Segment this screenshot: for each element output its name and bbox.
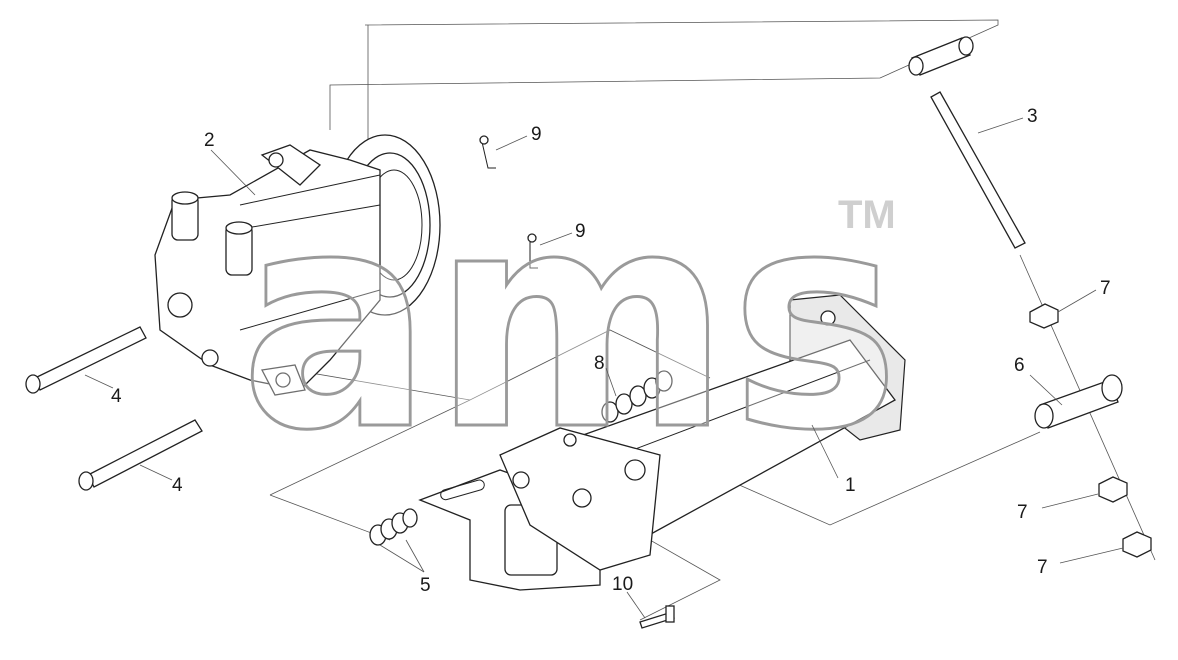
callout-3: 3 [1027, 106, 1038, 127]
trademark-symbol: TM [838, 193, 896, 237]
callout-4-upper: 4 [111, 386, 122, 407]
callout-labels: 1 2 3 4 4 5 6 7 7 7 8 9 9 10 [111, 106, 1111, 596]
watermark-logo: ams [240, 147, 900, 496]
bolt [639, 605, 675, 629]
watermark: ams TM [239, 146, 902, 498]
leader-lines [84, 117, 1124, 619]
callout-7-upper: 7 [1100, 278, 1111, 299]
nut-upper [1029, 303, 1059, 329]
callout-9-upper: 9 [531, 124, 542, 145]
callout-4-lower: 4 [172, 475, 183, 496]
cotter-pin-upper [479, 135, 496, 169]
callout-1: 1 [845, 475, 856, 496]
callout-7-lower: 7 [1037, 557, 1048, 578]
callout-5: 5 [420, 575, 431, 596]
pin-lower [78, 419, 203, 491]
callout-10: 10 [612, 574, 633, 595]
nut-middle [1098, 476, 1128, 503]
spring-lower [369, 508, 418, 546]
sleeve-pin [1034, 374, 1123, 429]
callout-2: 2 [204, 130, 215, 151]
compressor [154, 134, 441, 396]
spring-upper [601, 370, 673, 423]
pin-upper [25, 326, 147, 394]
callout-6: 6 [1014, 355, 1025, 376]
cotter-pin-lower [527, 233, 538, 269]
bracket-tube [418, 294, 906, 591]
callout-7-middle: 7 [1017, 502, 1028, 523]
t-handle-wrench [908, 36, 1026, 249]
nut-lower [1122, 531, 1152, 558]
callout-8: 8 [594, 353, 605, 374]
callout-9-lower: 9 [575, 221, 586, 242]
